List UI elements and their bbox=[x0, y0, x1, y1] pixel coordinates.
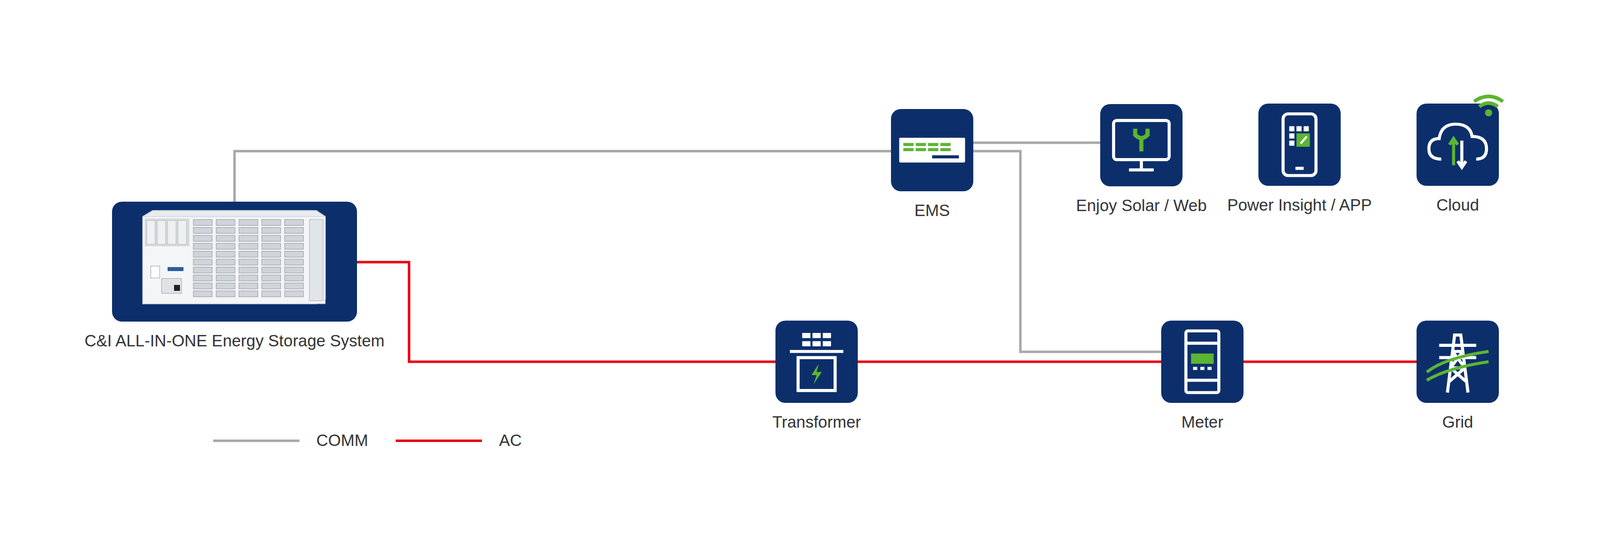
legend-item: AC bbox=[395, 431, 522, 451]
cloud-icon bbox=[1416, 103, 1499, 186]
web-box: Enjoy Solar / Web bbox=[1100, 104, 1183, 187]
node-label: Grid bbox=[1442, 413, 1474, 432]
trans-icon bbox=[775, 320, 858, 404]
grid-icon bbox=[1416, 320, 1499, 404]
transformer-box: Transformer bbox=[775, 320, 858, 404]
cloud-box: Cloud bbox=[1416, 103, 1499, 186]
meter-box: Meter bbox=[1161, 320, 1244, 404]
ems-box: EMS bbox=[890, 109, 974, 192]
comm-connector bbox=[234, 151, 891, 202]
ac-connector bbox=[1243, 360, 1417, 364]
web-icon bbox=[1100, 104, 1183, 187]
ac-connector bbox=[356, 262, 776, 362]
grid-box: Grid bbox=[1416, 320, 1499, 404]
ac-connector bbox=[857, 360, 1162, 364]
node-label: Transformer bbox=[772, 413, 861, 432]
legend: COMM AC bbox=[213, 429, 550, 453]
node-label: Enjoy Solar / Web bbox=[1075, 196, 1207, 216]
ess-icon bbox=[112, 201, 357, 322]
legend-line-sample bbox=[395, 439, 482, 443]
legend-item: COMM bbox=[213, 431, 368, 451]
node-label: EMS bbox=[914, 201, 950, 221]
node-label: Cloud bbox=[1436, 195, 1480, 215]
app-icon bbox=[1258, 103, 1341, 186]
node-label: Power Insight / APP bbox=[1227, 195, 1372, 215]
legend-text: COMM bbox=[316, 431, 368, 451]
node-label: Meter bbox=[1181, 413, 1224, 432]
ems-icon bbox=[890, 109, 974, 192]
legend-text: AC bbox=[498, 431, 522, 451]
meter-icon bbox=[1161, 320, 1244, 404]
app-box: Power Insight / APP bbox=[1258, 103, 1341, 186]
node-label: C&I ALL-IN-ONE Energy Storage System bbox=[84, 331, 385, 351]
comm-connector bbox=[973, 141, 1101, 145]
legend-line-sample bbox=[213, 439, 300, 443]
storage-system-box: C&I ALL-IN-ONE Energy Storage System bbox=[112, 201, 357, 322]
